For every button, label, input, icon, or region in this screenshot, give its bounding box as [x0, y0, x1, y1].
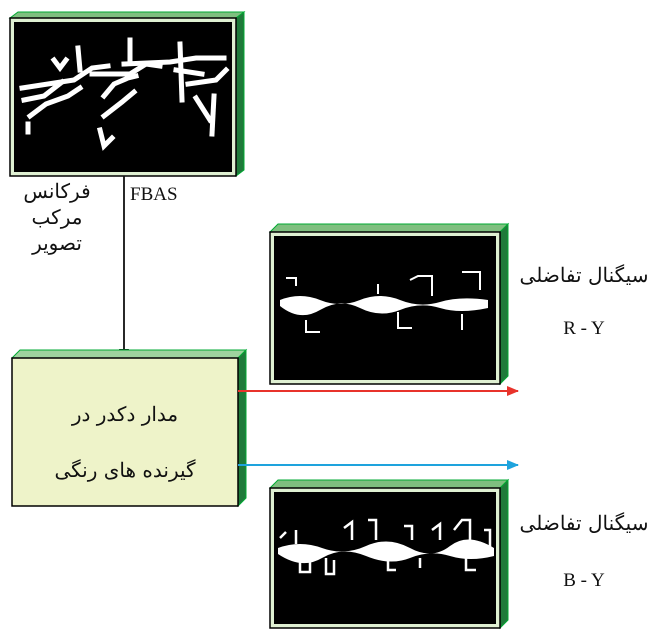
r-y-signal-screen	[268, 222, 510, 386]
decoder-box-text: مدار دکدر در گیرنده های رنگی	[12, 386, 238, 498]
decoder-line-1: مدار دکدر در	[71, 402, 179, 426]
composite-frequency-label: فرکانس مرکب تصویر	[16, 178, 98, 256]
r-y-code: R - Y	[563, 318, 605, 339]
r-y-title: سیگنال تفاضلی	[519, 263, 649, 287]
composite-frequency-line-2: مرکب	[31, 205, 83, 229]
composite-signal-screen	[8, 11, 246, 177]
b-y-code: B - Y	[563, 570, 605, 591]
decoder-line-2: گیرنده های رنگی	[54, 458, 196, 482]
composite-frequency-line-1: فرکانس	[23, 179, 91, 203]
fbas-label: FBAS	[130, 184, 178, 205]
b-y-signal-screen	[268, 478, 510, 630]
composite-frequency-line-3: تصویر	[32, 231, 82, 255]
decoder-box	[10, 348, 248, 508]
b-y-title: سیگنال تفاضلی	[519, 511, 649, 535]
